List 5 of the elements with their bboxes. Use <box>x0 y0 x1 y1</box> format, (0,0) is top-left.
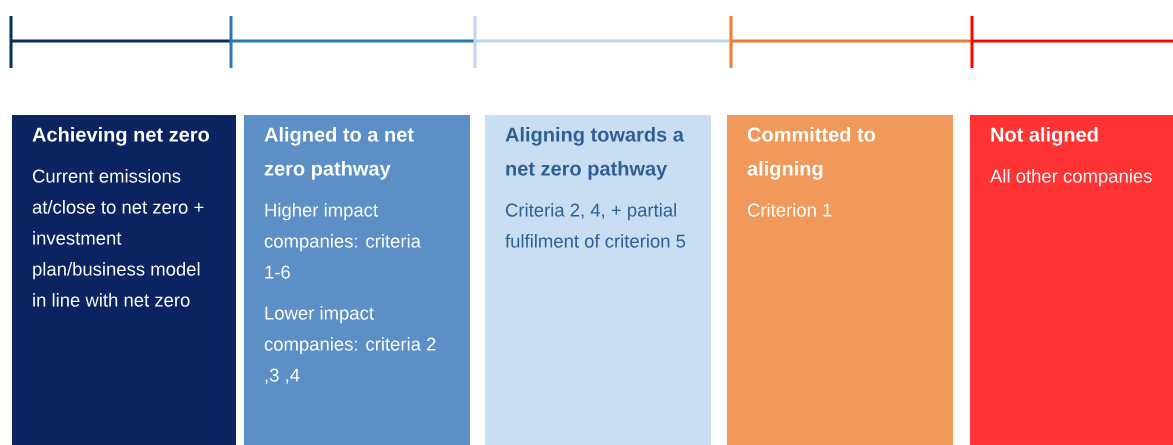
stage-box: Not aligned All other companies <box>970 115 1173 445</box>
stage-box: Achieving net zero Current emissions at/close to net zero + investment plan/business model in line with net zero <box>12 115 236 445</box>
stage-box: Committed to aligning Criterion 1 <box>727 115 953 445</box>
stage-box: Aligning towards a net zero pathway Criteria 2, 4, + partial fulfilment of criterion 5 <box>485 115 711 445</box>
stage-box: Aligned to a net zero pathway Higher impact companies: criteria 1-6 Lower impact companies: criteria 2 ,3 ,4 <box>244 115 470 445</box>
